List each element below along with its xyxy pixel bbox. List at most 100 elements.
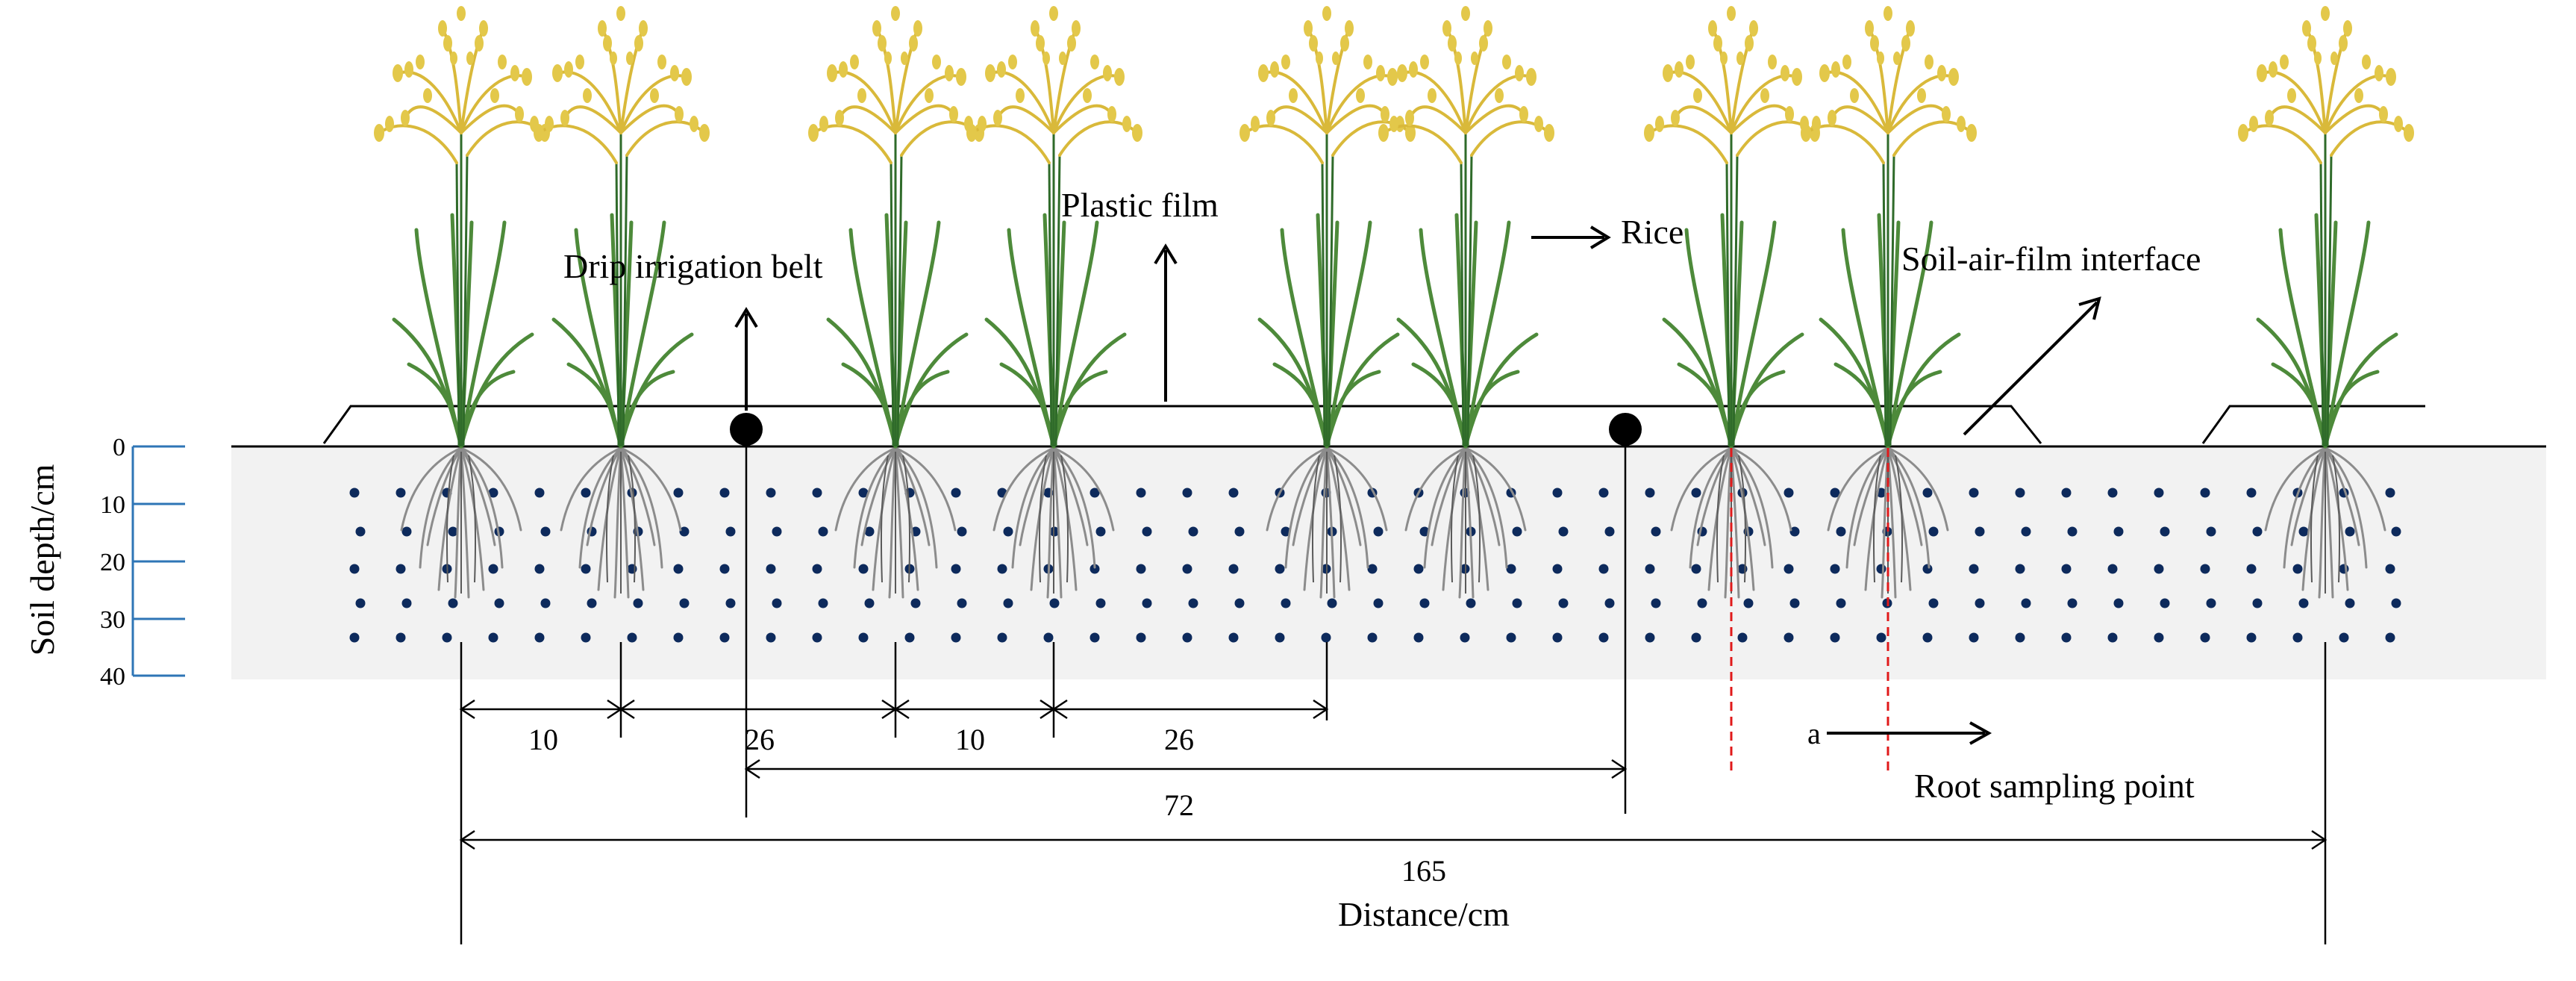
soil-sampling-grid xyxy=(349,488,2401,643)
sampling-dot xyxy=(1552,488,1563,498)
sampling-dot xyxy=(1598,632,1609,643)
rice-plant-icon xyxy=(1378,6,1554,446)
sampling-dot xyxy=(2154,564,2164,574)
sampling-dot xyxy=(2246,564,2257,574)
sampling-dot xyxy=(1691,488,1701,498)
sampling-dot xyxy=(1234,598,1245,608)
dimension-label-total: 165 xyxy=(1401,854,1446,888)
sampling-dot xyxy=(349,488,360,498)
sampling-dot xyxy=(2107,488,2118,498)
sampling-dot xyxy=(1697,598,1707,608)
sampling-dot xyxy=(1373,598,1384,608)
sampling-dot xyxy=(1234,526,1245,537)
sampling-dot xyxy=(1142,526,1152,537)
sampling-dot xyxy=(2385,488,2395,498)
sampling-dot xyxy=(494,598,504,608)
sampling-dot xyxy=(2015,632,2025,643)
dimension-label-gap: 26 xyxy=(1164,723,1194,756)
sampling-dot xyxy=(534,564,545,574)
sampling-dot xyxy=(1922,632,1933,643)
sampling-dot xyxy=(1783,488,1794,498)
sampling-dot xyxy=(2246,488,2257,498)
sampling-dot xyxy=(1651,526,1661,537)
sampling-dot xyxy=(2061,488,2072,498)
rice-plant-icon xyxy=(1801,6,1977,446)
sampling-dot xyxy=(772,598,782,608)
sampling-dot xyxy=(1142,598,1152,608)
sampling-dot xyxy=(2339,632,2349,643)
sampling-dot xyxy=(1922,488,1933,498)
x-axis-title: Distance/cm xyxy=(1338,895,1510,933)
sampling-dot xyxy=(627,632,637,643)
sampling-dot xyxy=(534,632,545,643)
sampling-dot xyxy=(1182,632,1192,643)
sampling-dot xyxy=(812,632,822,643)
sampling-dot xyxy=(1136,632,1146,643)
sampling-dot xyxy=(1558,598,1569,608)
sampling-dot xyxy=(2292,564,2303,574)
sampling-dot xyxy=(2160,598,2170,608)
sampling-dot xyxy=(673,632,684,643)
sampling-dot xyxy=(1136,488,1146,498)
sampling-dot xyxy=(1975,526,1985,537)
sampling-dot xyxy=(772,526,782,537)
sampling-dot xyxy=(1275,564,1285,574)
sampling-dot xyxy=(2298,598,2309,608)
sampling-dot xyxy=(401,526,412,537)
plastic-film-label: Plastic film xyxy=(1061,186,1219,224)
sampling-dot xyxy=(1136,564,1146,574)
sampling-dot xyxy=(858,488,869,498)
sampling-dot xyxy=(581,564,591,574)
sampling-dot xyxy=(673,488,684,498)
sampling-dot xyxy=(2154,632,2164,643)
sampling-dot xyxy=(2298,526,2309,537)
sampling-dot xyxy=(997,564,1007,574)
sampling-dot xyxy=(719,564,730,574)
annotation-arrows xyxy=(734,225,2101,745)
sampling-dot xyxy=(904,632,915,643)
sampling-dot xyxy=(1645,632,1655,643)
sampling-dot xyxy=(812,488,822,498)
sampling-dot xyxy=(1188,598,1198,608)
root-sampling-marker-label: a xyxy=(1807,717,1821,750)
sampling-dot xyxy=(957,526,967,537)
sampling-dot xyxy=(1876,564,1886,574)
soil-air-film-interface-label: Soil-air-film interface xyxy=(1901,240,2201,278)
depth-tick-label: 20 xyxy=(100,549,125,576)
sampling-dot xyxy=(997,632,1007,643)
sampling-dot xyxy=(401,598,412,608)
sampling-dot xyxy=(2252,598,2263,608)
sampling-dot xyxy=(1512,598,1522,608)
sampling-dot xyxy=(719,488,730,498)
sampling-dot xyxy=(1969,564,1979,574)
sampling-dot xyxy=(1049,598,1060,608)
sampling-dot xyxy=(442,632,452,643)
rice-plant-icon xyxy=(534,6,710,446)
sampling-dot xyxy=(1182,488,1192,498)
sampling-dot xyxy=(1969,488,1979,498)
sampling-dot xyxy=(1281,526,1291,537)
dimension-label-plant-spacing: 10 xyxy=(955,723,985,756)
sampling-dot xyxy=(1598,488,1609,498)
drip-irrigation-belt-label: Drip irrigation belt xyxy=(563,247,823,285)
sampling-dot xyxy=(766,488,776,498)
sampling-dot xyxy=(910,598,921,608)
sampling-dot xyxy=(1419,526,1430,537)
sampling-dot xyxy=(1466,598,1476,608)
sampling-dot xyxy=(2200,564,2210,574)
sampling-dot xyxy=(349,632,360,643)
sampling-dot xyxy=(1552,564,1563,574)
dimension-guides xyxy=(460,446,2327,944)
sampling-dot xyxy=(2067,598,2078,608)
sampling-dot xyxy=(2021,598,2031,608)
sampling-dot xyxy=(2113,598,2124,608)
sampling-dot xyxy=(2206,526,2216,537)
sampling-dot xyxy=(2015,564,2025,574)
sampling-dot xyxy=(633,598,643,608)
rice-label: Rice xyxy=(1621,213,1684,251)
sampling-dot xyxy=(349,564,360,574)
sampling-dot xyxy=(1789,526,1800,537)
sampling-dot xyxy=(1928,598,1939,608)
sampling-dot xyxy=(1743,598,1754,608)
sampling-dot xyxy=(725,526,736,537)
